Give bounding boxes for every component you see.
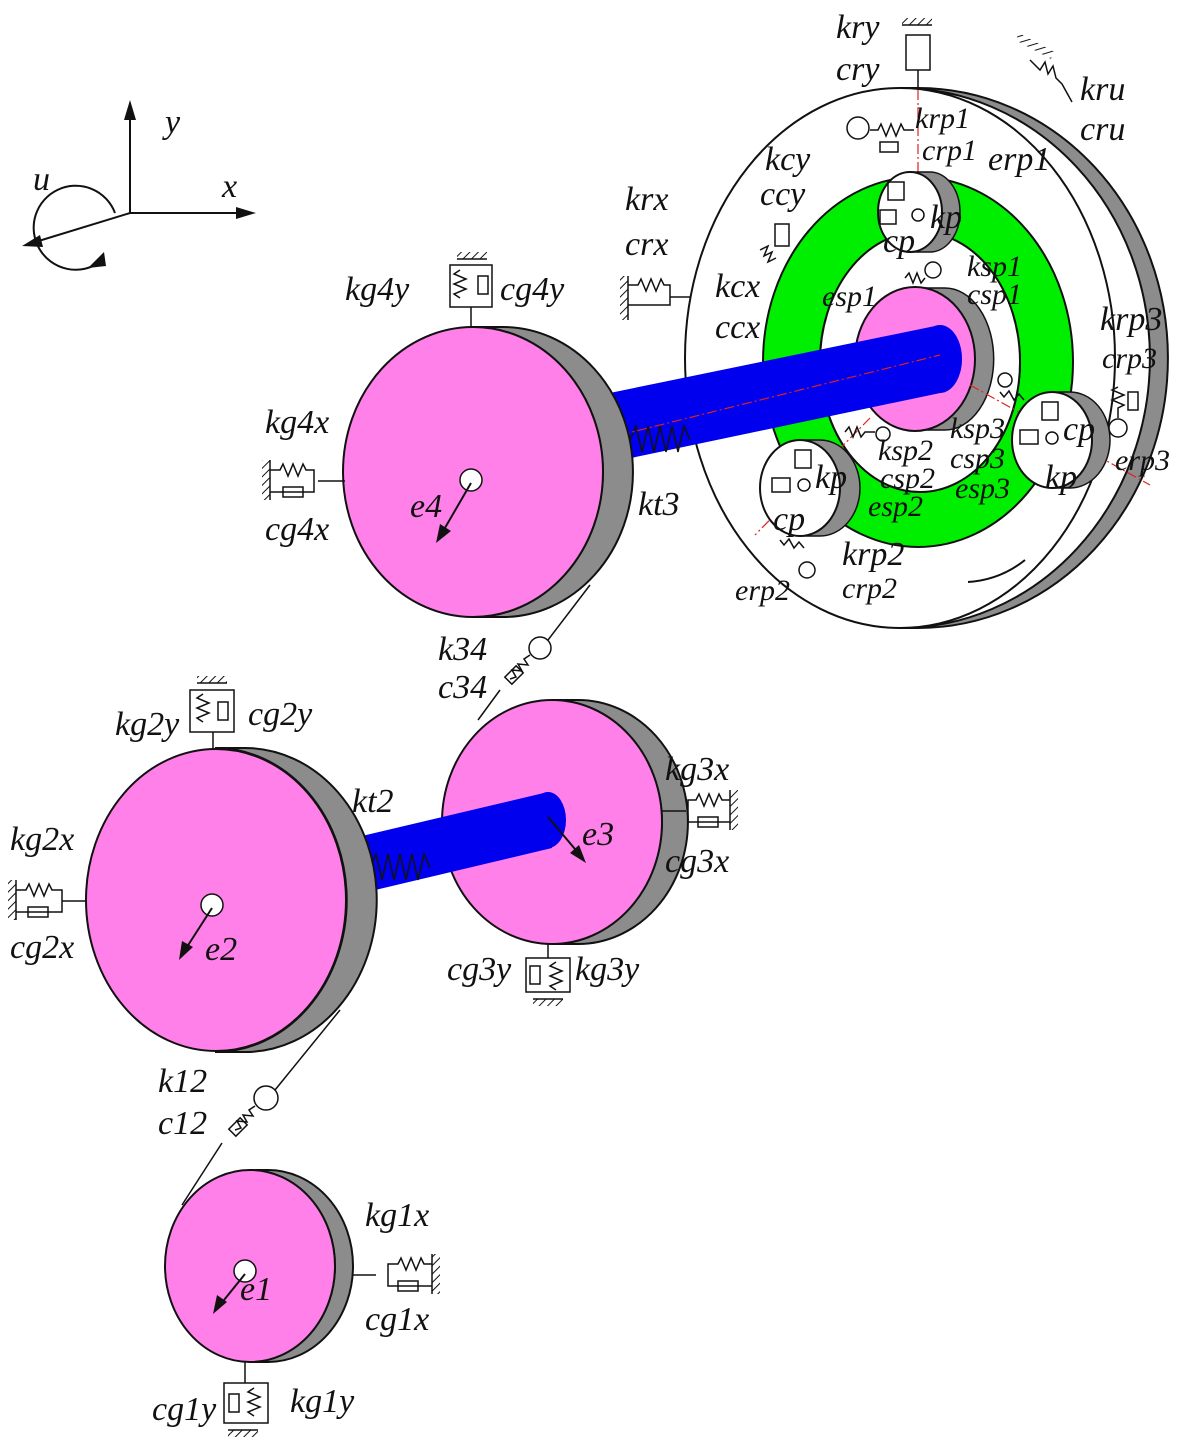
gear-2 [8,676,378,1053]
label-kg1x: kg1x [365,1197,429,1234]
axis-x-label: x [221,168,237,205]
label-cg4x: cg4x [265,511,329,548]
label-ksp3: ksp3 [950,412,1005,445]
label-crx: crx [625,226,668,263]
label-e1: e1 [240,1271,272,1308]
label-kcy: kcy [765,141,811,178]
label-csp3: csp3 [950,442,1005,475]
label-k12: k12 [158,1063,207,1100]
label-ksp2: ksp2 [878,434,933,467]
shaft-t2 [345,792,586,896]
label-esp1: esp1 [822,280,877,313]
label-crp2: crp2 [842,572,897,605]
label-kp-3: kp [1045,459,1077,496]
axis-u-label: u [33,161,50,198]
label-e3: e3 [582,816,614,853]
label-kg2x: kg2x [10,821,74,858]
label-cp-1: cp [883,223,915,260]
label-cg3x: cg3x [665,843,729,880]
planetary-gear-set [479,18,1169,629]
label-kg2y: kg2y [115,706,180,743]
label-esp2: esp2 [868,490,923,523]
labels: e4 kg4y cg4y kg4x cg4x kt3 k34 c34 kg2y … [10,9,1170,1428]
label-ccx: ccx [715,309,760,346]
label-cg1y: cg1y [152,1391,217,1428]
label-cg1x: cg1x [365,1301,429,1338]
label-kg4y: kg4y [345,271,410,308]
label-k34: k34 [438,631,487,668]
label-krx: krx [625,181,668,218]
coordinate-axes: y x u [22,100,256,271]
label-erp3: erp3 [1115,444,1170,477]
gear-1 [164,1169,440,1437]
planet-3 [1011,391,1111,489]
label-kt3: kt3 [638,486,680,523]
label-kp-2: kp [815,459,847,496]
gear-4 [262,252,634,618]
label-kry: kry [836,9,880,46]
label-esp3: esp3 [955,472,1010,505]
label-erp2: erp2 [735,574,790,607]
label-crp3: crp3 [1102,342,1157,375]
ring-support-springs [620,18,1073,320]
mesh-springs-planetary [759,116,1139,579]
label-c34: c34 [438,669,487,706]
label-cp-3: cp [1063,411,1095,448]
label-erp1: erp1 [988,141,1050,178]
label-ksp1: ksp1 [967,250,1022,283]
label-cg2y: cg2y [248,696,313,733]
label-krp1: krp1 [915,102,970,135]
label-kp-1: kp [930,199,962,236]
label-kru: kru [1080,71,1125,108]
label-kg1y: kg1y [290,1383,355,1420]
label-crp1: crp1 [922,134,977,167]
label-krp2: krp2 [842,536,904,573]
label-cg3y: cg3y [447,951,512,988]
planet-2 [759,439,861,537]
label-cry: cry [836,51,880,88]
mesh-34 [477,584,591,721]
label-kg3x: kg3x [665,751,729,788]
label-kt2: kt2 [352,783,394,820]
label-cp-2: cp [773,501,805,538]
label-cg2x: cg2x [10,929,74,966]
label-e2: e2 [205,931,237,968]
planet-1 [877,171,961,253]
label-c12: c12 [158,1105,207,1142]
label-kg4x: kg4x [265,404,329,441]
label-cg4y: cg4y [500,271,565,308]
label-ccy: ccy [760,176,806,213]
label-krp3: krp3 [1100,301,1162,338]
mesh-12 [181,1009,341,1206]
label-kcx: kcx [715,268,760,305]
label-kg3y: kg3y [575,951,640,988]
label-cru: cru [1080,111,1125,148]
label-csp2: csp2 [880,462,935,495]
label-e4: e4 [410,488,442,525]
axis-y-label: y [162,104,181,141]
shaft-t3 [600,325,945,462]
label-csp1: csp1 [967,278,1022,311]
